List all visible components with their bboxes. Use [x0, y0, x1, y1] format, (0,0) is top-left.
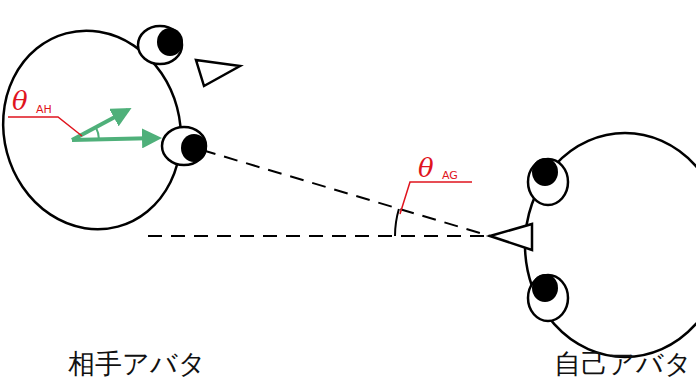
angle-subscript: AG: [442, 170, 458, 181]
avatar-caption: 自己アバタ: [554, 350, 692, 377]
avatar-caption: 相手アバタ: [68, 350, 206, 377]
angle-subscript: AH: [36, 104, 52, 115]
other-avatar: [0, 11, 240, 250]
angle-symbol: θ: [12, 88, 28, 114]
self-avatar: [490, 133, 696, 357]
angle-symbol: θ: [418, 155, 434, 181]
